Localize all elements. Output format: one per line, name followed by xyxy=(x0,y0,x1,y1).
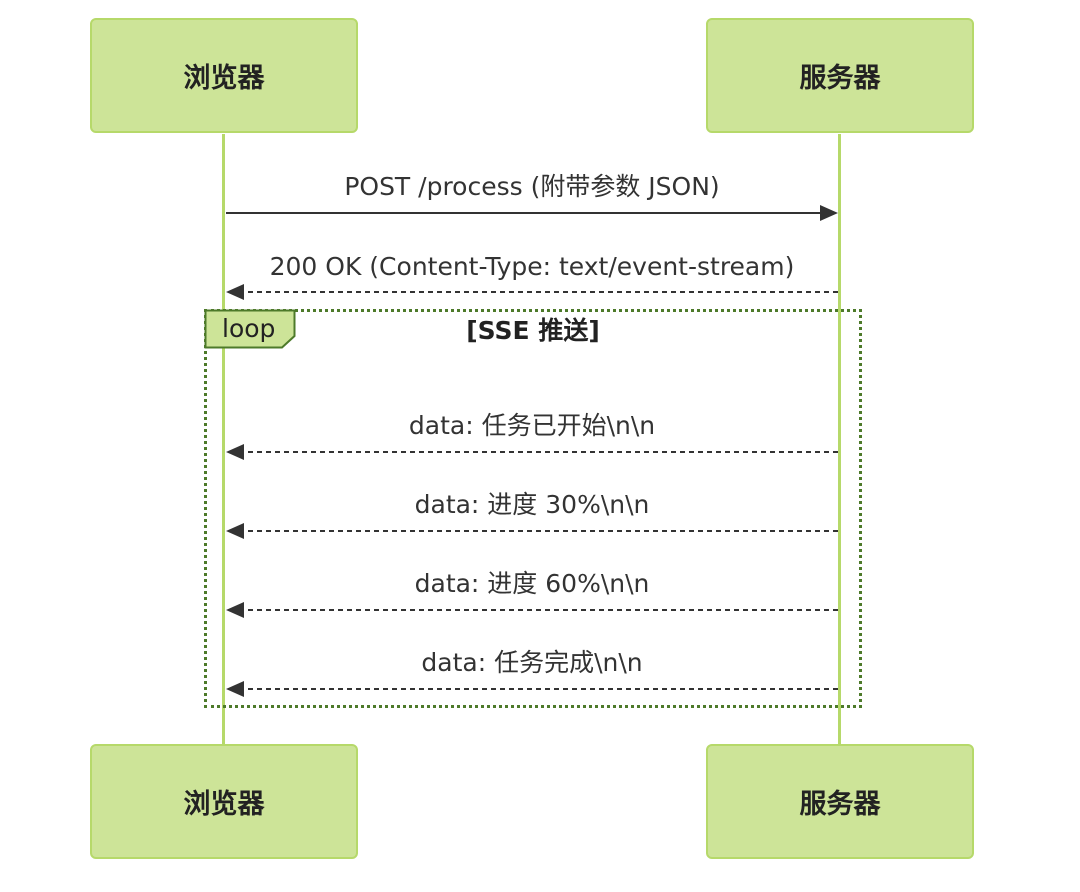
browser-actor-top[interactable]: 浏览器 xyxy=(90,18,358,133)
loop-label: loop xyxy=(222,314,276,343)
loop-tab xyxy=(204,309,296,349)
loop-frame xyxy=(204,309,862,708)
message-label-3: data: 任务已开始\n\n xyxy=(408,411,656,440)
message-label-1: POST /process (附带参数 JSON) xyxy=(344,172,720,201)
browser-actor-bottom[interactable]: 浏览器 xyxy=(90,744,358,859)
server-actor-bottom[interactable]: 服务器 xyxy=(706,744,974,859)
message-label-4: data: 进度 30%\n\n xyxy=(414,490,650,519)
server-actor-top[interactable]: 服务器 xyxy=(706,18,974,133)
message-arrow-6 xyxy=(226,681,838,697)
message-arrow-5 xyxy=(226,602,838,618)
loop-condition: [SSE 推送] xyxy=(466,316,600,345)
message-label-6: data: 任务完成\n\n xyxy=(421,648,643,677)
message-arrow-2 xyxy=(226,284,838,300)
message-label-5: data: 进度 60%\n\n xyxy=(414,569,650,598)
message-arrow-1 xyxy=(226,205,838,221)
server-lifeline xyxy=(838,134,841,746)
message-arrow-3 xyxy=(226,444,838,460)
message-arrow-4 xyxy=(226,523,838,539)
browser-lifeline xyxy=(222,134,225,746)
message-label-2: 200 OK (Content-Type: text/event-stream) xyxy=(269,252,795,281)
